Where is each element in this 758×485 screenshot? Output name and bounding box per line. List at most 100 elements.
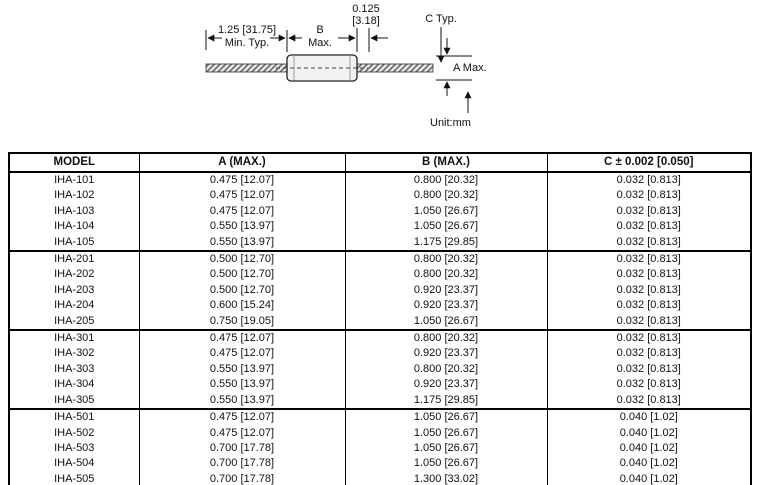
- value-cell: 0.500 [12.70]: [138, 282, 345, 299]
- value-cell: 0.920 [23.37]: [344, 377, 547, 393]
- table-row: IHA-203 0.500 [12.70]0.920 [23.37]0.032 […: [9, 282, 751, 299]
- lead-length-label: 1.25 [31.75]: [218, 24, 276, 36]
- value-cell: 0.040 [1.02]: [546, 456, 751, 472]
- left-lead: [205, 63, 288, 73]
- value-cell: 1.050 [26.67]: [344, 425, 547, 441]
- value-cell: 0.032 [0.813]: [546, 219, 751, 235]
- value-cell: 0.600 [15.24]: [138, 298, 345, 314]
- column-header-b-max: B (MAX.): [344, 153, 547, 173]
- value-cell: 1.050 [26.67]: [344, 440, 547, 457]
- value-cell: 0.800 [20.32]: [344, 251, 547, 268]
- model-cell: IHA-203: [54, 283, 95, 296]
- value-cell: 0.475 [12.07]: [138, 330, 345, 347]
- model-cell: IHA-501: [54, 411, 95, 424]
- value-cell: 1.050 [26.67]: [344, 456, 547, 472]
- unit-note: Unit:mm: [430, 117, 471, 129]
- model-cell: IHA-503: [54, 441, 95, 454]
- value-cell: 0.920 [23.37]: [344, 282, 547, 299]
- value-cell: 0.800 [20.32]: [344, 361, 547, 378]
- value-cell: 0.040 [1.02]: [546, 471, 751, 485]
- value-cell: 1.050 [26.67]: [344, 409, 547, 426]
- value-cell: 0.475 [12.07]: [138, 346, 345, 362]
- value-cell: 0.032 [0.813]: [546, 282, 751, 299]
- model-cell: IHA-302: [54, 347, 95, 360]
- value-cell: 0.500 [12.70]: [138, 251, 345, 268]
- c-typ-label: C Typ.: [425, 13, 457, 25]
- value-cell: 0.700 [17.78]: [138, 471, 345, 485]
- dimension-drawing: 1.25 [31.75] Min. Typ. B Max. 0.125 [3.1…: [205, 3, 487, 129]
- value-cell: 0.800 [20.32]: [344, 172, 547, 189]
- value-cell: 0.040 [1.02]: [546, 409, 751, 426]
- model-cell: IHA-201: [54, 253, 95, 266]
- value-cell: 0.032 [0.813]: [546, 392, 751, 411]
- value-cell: 0.040 [1.02]: [546, 440, 751, 457]
- right-lead: [356, 63, 434, 73]
- b-max-label: B: [316, 24, 323, 36]
- value-cell: 0.475 [12.07]: [138, 203, 345, 220]
- b-max-label-2: Max.: [308, 37, 332, 49]
- table-row: IHA-201 0.500 [12.70]0.800 [20.32]0.032 […: [9, 251, 751, 268]
- value-cell: 0.032 [0.813]: [546, 313, 751, 332]
- model-cell: IHA-502: [54, 426, 95, 439]
- value-cell: 1.050 [26.67]: [344, 203, 547, 220]
- model-cell: IHA-301: [54, 332, 95, 345]
- model-cell: IHA-304: [54, 378, 95, 391]
- model-cell: IHA-101: [54, 174, 95, 186]
- model-cell: IHA-202: [54, 268, 95, 281]
- value-cell: 0.750 [19.05]: [138, 313, 345, 332]
- value-cell: 1.050 [26.67]: [344, 313, 547, 332]
- value-cell: 0.475 [12.07]: [138, 172, 345, 189]
- a-max-label: A Max.: [453, 62, 487, 74]
- lead-length-label-2: Min. Typ.: [225, 37, 269, 49]
- model-cell: IHA-103: [54, 204, 95, 217]
- column-header-model: MODEL: [9, 153, 139, 173]
- value-cell: 0.920 [23.37]: [344, 298, 547, 314]
- value-cell: 0.475 [12.07]: [138, 425, 345, 441]
- value-cell: 0.550 [13.97]: [138, 361, 345, 378]
- value-cell: 1.300 [33.02]: [344, 471, 547, 485]
- value-cell: 0.040 [1.02]: [546, 425, 751, 441]
- value-cell: 0.032 [0.813]: [546, 361, 751, 378]
- value-cell: 0.800 [20.32]: [344, 330, 547, 347]
- axial-component: [205, 54, 434, 82]
- model-cell: IHA-205: [9, 313, 139, 332]
- table-header-row: MODEL A (MAX.) B (MAX.) C ± 0.002 [0.050…: [9, 153, 751, 173]
- model-cell: IHA-305: [9, 392, 139, 411]
- value-cell: 0.550 [13.97]: [138, 219, 345, 235]
- value-cell: 0.032 [0.813]: [546, 251, 751, 268]
- value-cell: 0.032 [0.813]: [546, 188, 751, 204]
- table-row: IHA-504 0.700 [17.78]1.050 [26.67]0.040 […: [9, 456, 751, 472]
- table-row: IHA-502 0.475 [12.07]1.050 [26.67]0.040 […: [9, 425, 751, 441]
- table-row: IHA-501 0.475 [12.07]1.050 [26.67]0.040 […: [9, 409, 751, 426]
- model-cell: IHA-303: [54, 362, 95, 375]
- value-cell: 0.032 [0.813]: [546, 330, 751, 347]
- value-cell: 0.032 [0.813]: [546, 234, 751, 253]
- table-row: IHA-301 0.475 [12.07]0.800 [20.32]0.032 […: [9, 330, 751, 347]
- value-cell: 0.475 [12.07]: [138, 409, 345, 426]
- model-cell: IHA-102: [54, 189, 95, 202]
- value-cell: 0.700 [17.78]: [138, 456, 345, 472]
- table-row: IHA-303 0.550 [13.97]0.800 [20.32]0.032 […: [9, 361, 751, 378]
- value-cell: 1.175 [29.85]: [344, 234, 547, 253]
- model-cell: IHA-105: [9, 234, 139, 253]
- column-header-a-max: A (MAX.): [138, 153, 345, 173]
- value-cell: 0.032 [0.813]: [546, 377, 751, 393]
- model-cell: IHA-504: [54, 457, 95, 470]
- value-cell: 0.800 [20.32]: [344, 267, 547, 283]
- value-cell: 0.475 [12.07]: [138, 188, 345, 204]
- dimension-table: MODEL A (MAX.) B (MAX.) C ± 0.002 [0.050…: [8, 152, 752, 485]
- column-header-c: C ± 0.002 [0.050]: [546, 153, 751, 173]
- model-cell: IHA-204: [54, 299, 95, 312]
